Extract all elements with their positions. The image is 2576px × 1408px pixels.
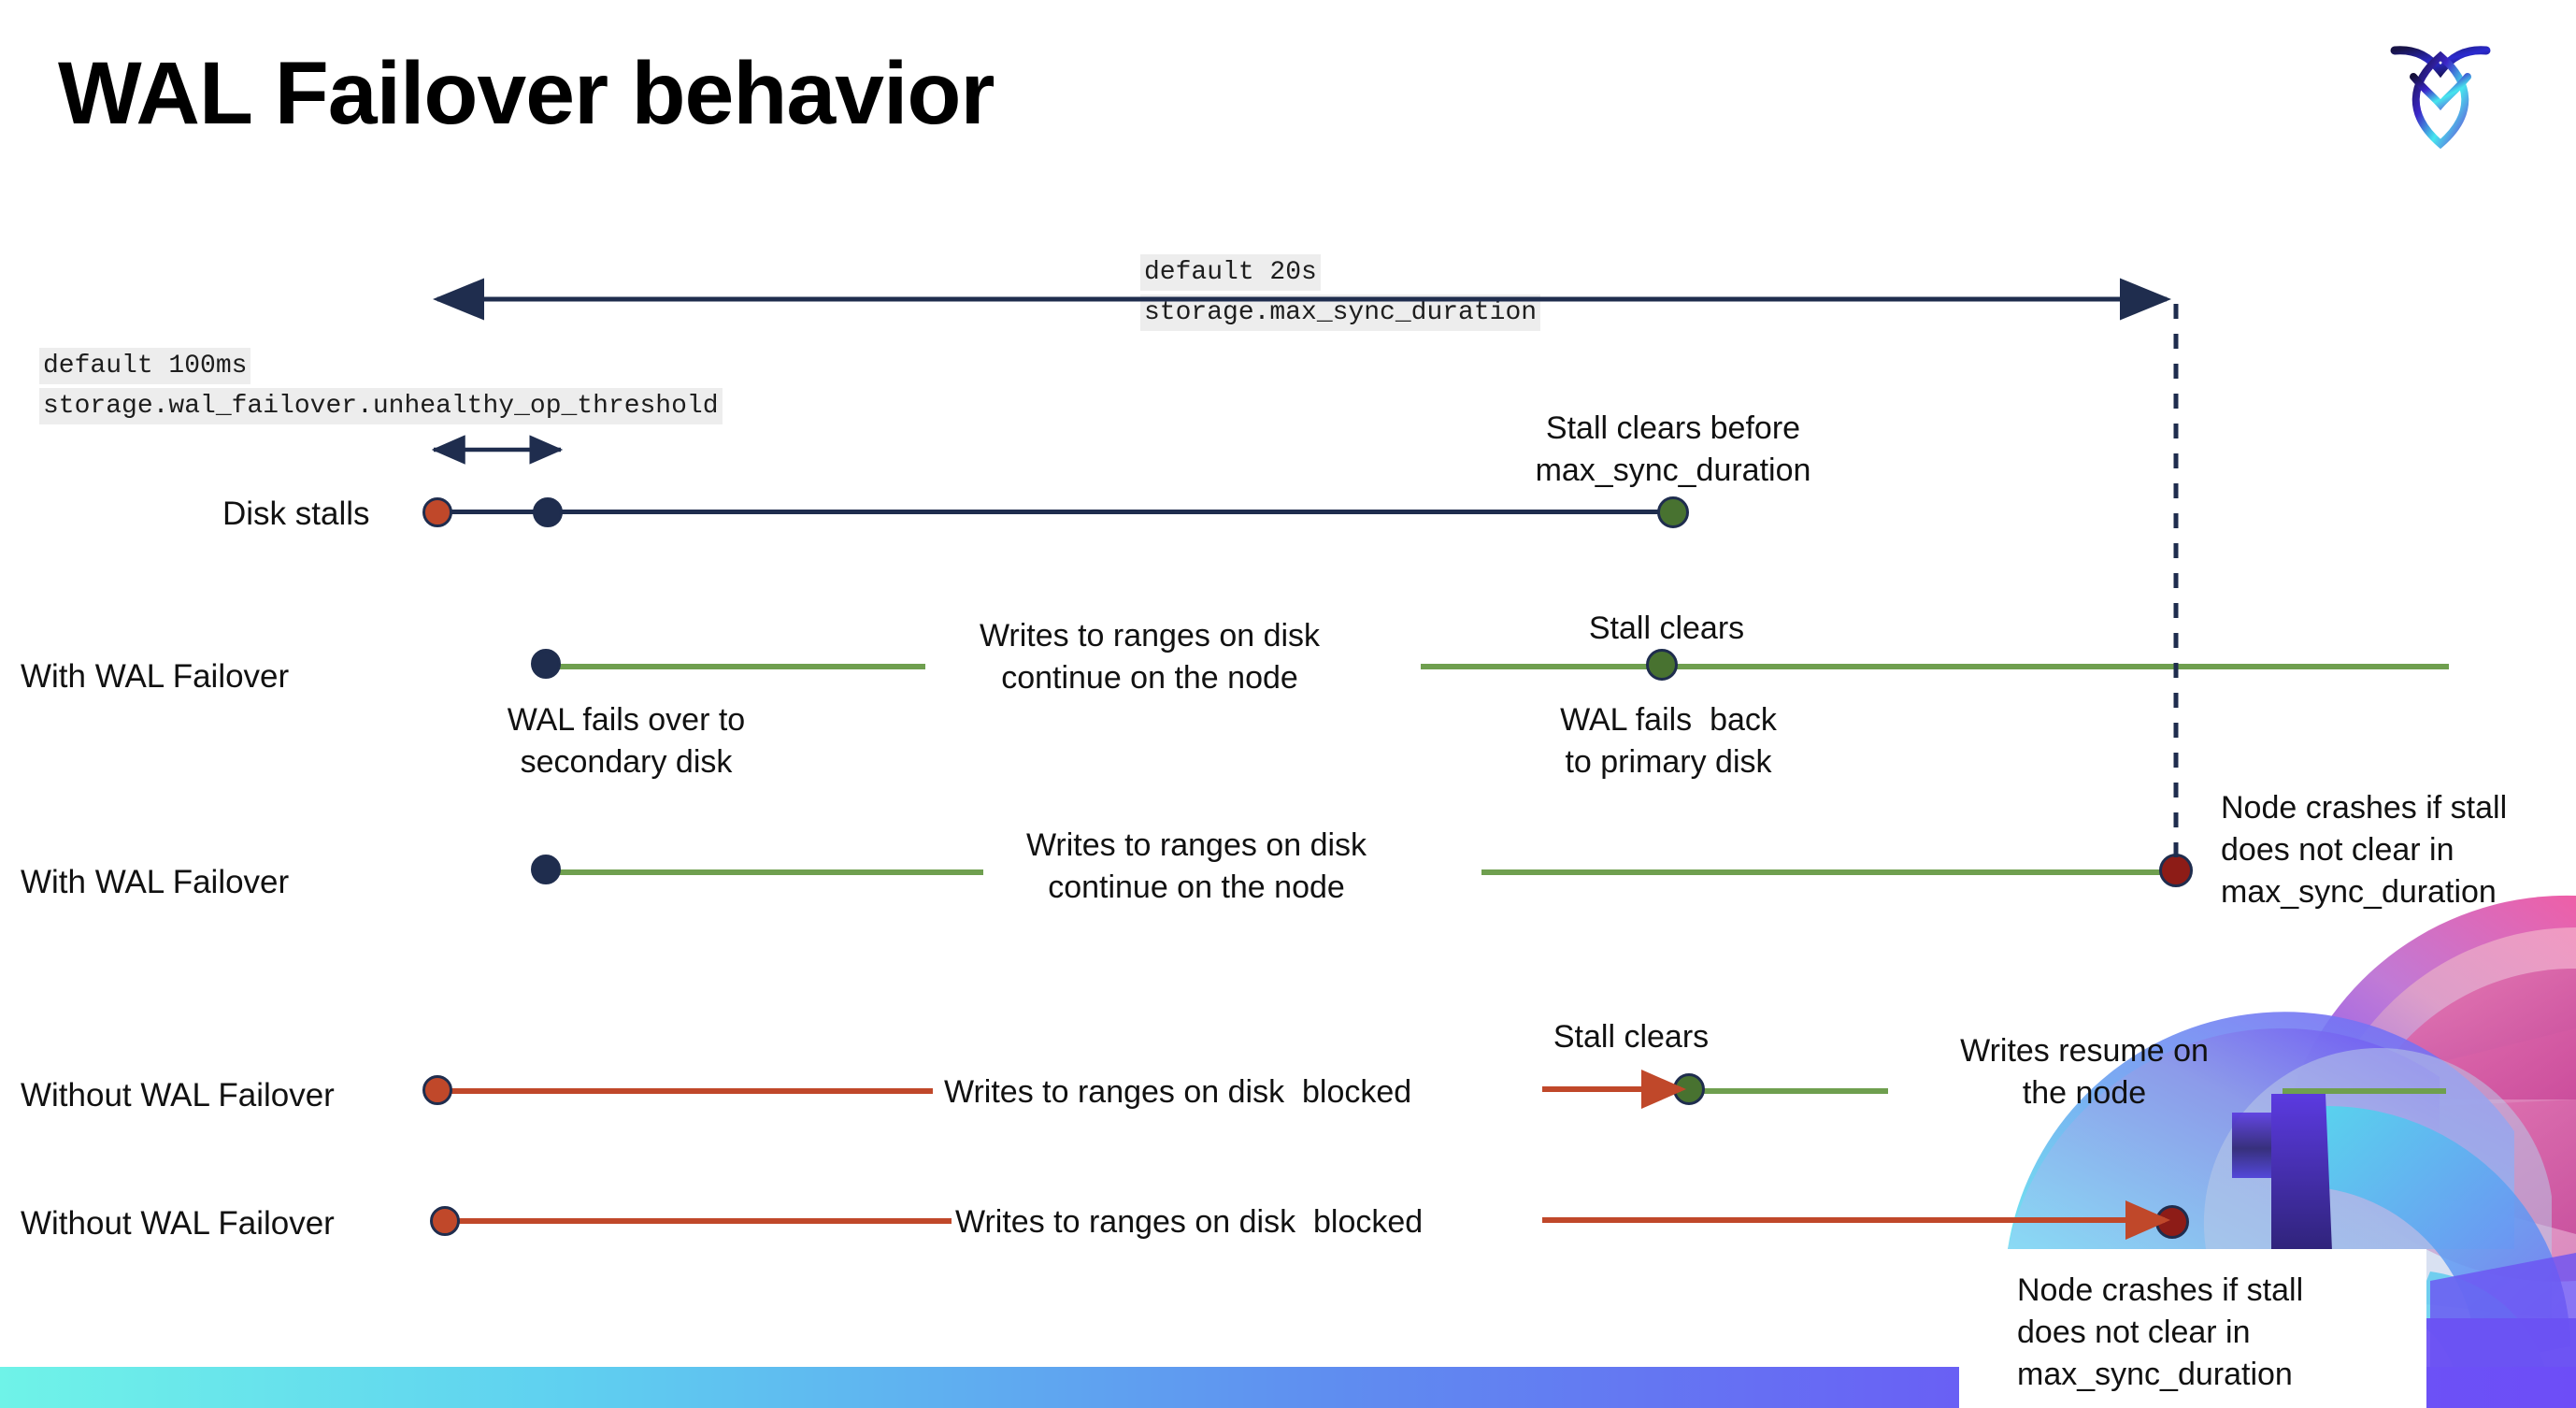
unhealthy-op-threshold-default-chip: default 100ms xyxy=(39,348,251,384)
disk-stalls-timeline xyxy=(437,510,1671,514)
disk-stall-clears-dot xyxy=(1657,496,1689,528)
wf1-stall-clears-dot xyxy=(1646,649,1678,681)
max-sync-duration-setting-chip: storage.max_sync_duration xyxy=(1140,295,1541,331)
callout-wal-fails-back: WAL fails back to primary disk xyxy=(1560,702,1777,781)
wof1-green-segment-far-right xyxy=(2283,1088,2446,1094)
wof1-orange-segment-left xyxy=(451,1088,933,1094)
callout-wal-fails-over: WAL fails over to secondary disk xyxy=(507,702,746,781)
cockroachdb-logo-icon xyxy=(2390,46,2491,150)
wof2-stall-start-dot xyxy=(430,1206,460,1236)
wf2-green-segment-left xyxy=(551,869,983,875)
callout-stall-clears-1: Stall clears xyxy=(1588,611,1745,646)
wf2-failover-dot xyxy=(531,855,561,884)
wof1-stall-clears-dot xyxy=(1673,1073,1705,1105)
callout-node-crashes-1: Node crashes if stall does not clear in … xyxy=(2221,790,2508,911)
unhealthy-op-threshold-setting-chip: storage.wal_failover.unhealthy_op_thresh… xyxy=(39,388,723,424)
wf1-green-segment-left xyxy=(551,664,925,669)
disk-stall-start-dot xyxy=(422,497,452,527)
row-label-with-wal-failover-1: With WAL Failover xyxy=(21,658,290,695)
callout-writes-blocked-1: Writes to ranges on disk blocked xyxy=(944,1074,1412,1110)
row-label-with-wal-failover-2: With WAL Failover xyxy=(21,864,290,900)
wof1-green-segment-right xyxy=(1696,1088,1888,1094)
row-label-without-wal-failover-1: Without WAL Failover xyxy=(21,1077,335,1113)
page-title: WAL Failover behavior xyxy=(58,44,995,143)
max-sync-duration-default-chip: default 20s xyxy=(1140,254,1321,291)
callout-writes-resume: Writes resume on the node xyxy=(1960,1033,2209,1112)
node-crash-callout-backdrop xyxy=(1959,1249,2426,1408)
wal-failover-trigger-dot xyxy=(533,497,563,527)
callout-stall-clears-2: Stall clears xyxy=(1553,1019,1710,1055)
callout-stall-clears-before: Stall clears before max_sync_duration xyxy=(1535,410,1811,489)
row-label-disk-stalls: Disk stalls xyxy=(222,496,370,532)
callout-writes-blocked-2: Writes to ranges on disk blocked xyxy=(955,1204,1424,1240)
wf2-node-crash-dot xyxy=(2159,854,2193,887)
wof1-stall-start-dot xyxy=(422,1075,452,1105)
wof2-node-crash-dot xyxy=(2155,1205,2189,1239)
row-label-without-wal-failover-2: Without WAL Failover xyxy=(21,1205,335,1242)
wf1-green-segment-right xyxy=(1421,664,2449,669)
wof2-orange-segment-left xyxy=(458,1218,952,1224)
wf1-failover-dot xyxy=(531,649,561,679)
wf2-green-segment-right xyxy=(1481,869,2178,875)
callout-writes-continue-1: Writes to ranges on disk continue on the… xyxy=(979,618,1321,697)
cockroachdb-logo xyxy=(2385,28,2496,150)
callout-node-crashes-2: Node crashes if stall does not clear in … xyxy=(2017,1272,2304,1393)
callout-writes-continue-2: Writes to ranges on disk continue on the… xyxy=(1025,827,1367,906)
